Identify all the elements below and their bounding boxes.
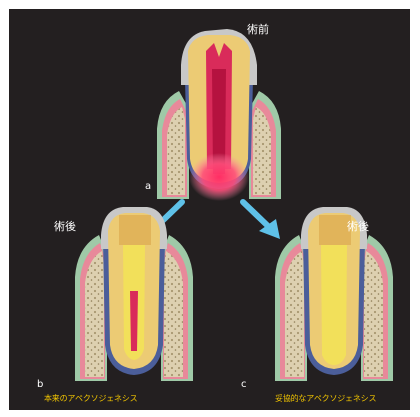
diagram-panel: 術前 a 術後 術後 b 本来のアペクソジェネシス c 妥協的なアペクソジェネシ… [9, 9, 410, 410]
arrow-right [243, 202, 280, 239]
label-before: 術前 [247, 24, 269, 36]
periapical-lesion [189, 153, 249, 201]
caption-b: 本来のアペクソジェネシス [44, 394, 137, 403]
tooth-compromised [275, 207, 393, 381]
diagram-svg [9, 9, 410, 410]
panel-letter-a: a [145, 182, 151, 192]
panel-letter-c: c [241, 380, 247, 390]
canal-fill-c [321, 245, 347, 365]
tooth-apexogenesis [75, 207, 193, 381]
pulp-b [130, 291, 138, 351]
label-after-right: 術後 [347, 221, 369, 233]
tooth-preop [157, 29, 281, 201]
label-after-left: 術後 [54, 221, 76, 233]
caption-c: 妥協的なアペクソジェネシス [275, 394, 376, 403]
crown-restoration-b [119, 215, 151, 245]
panel-letter-b: b [37, 380, 43, 390]
